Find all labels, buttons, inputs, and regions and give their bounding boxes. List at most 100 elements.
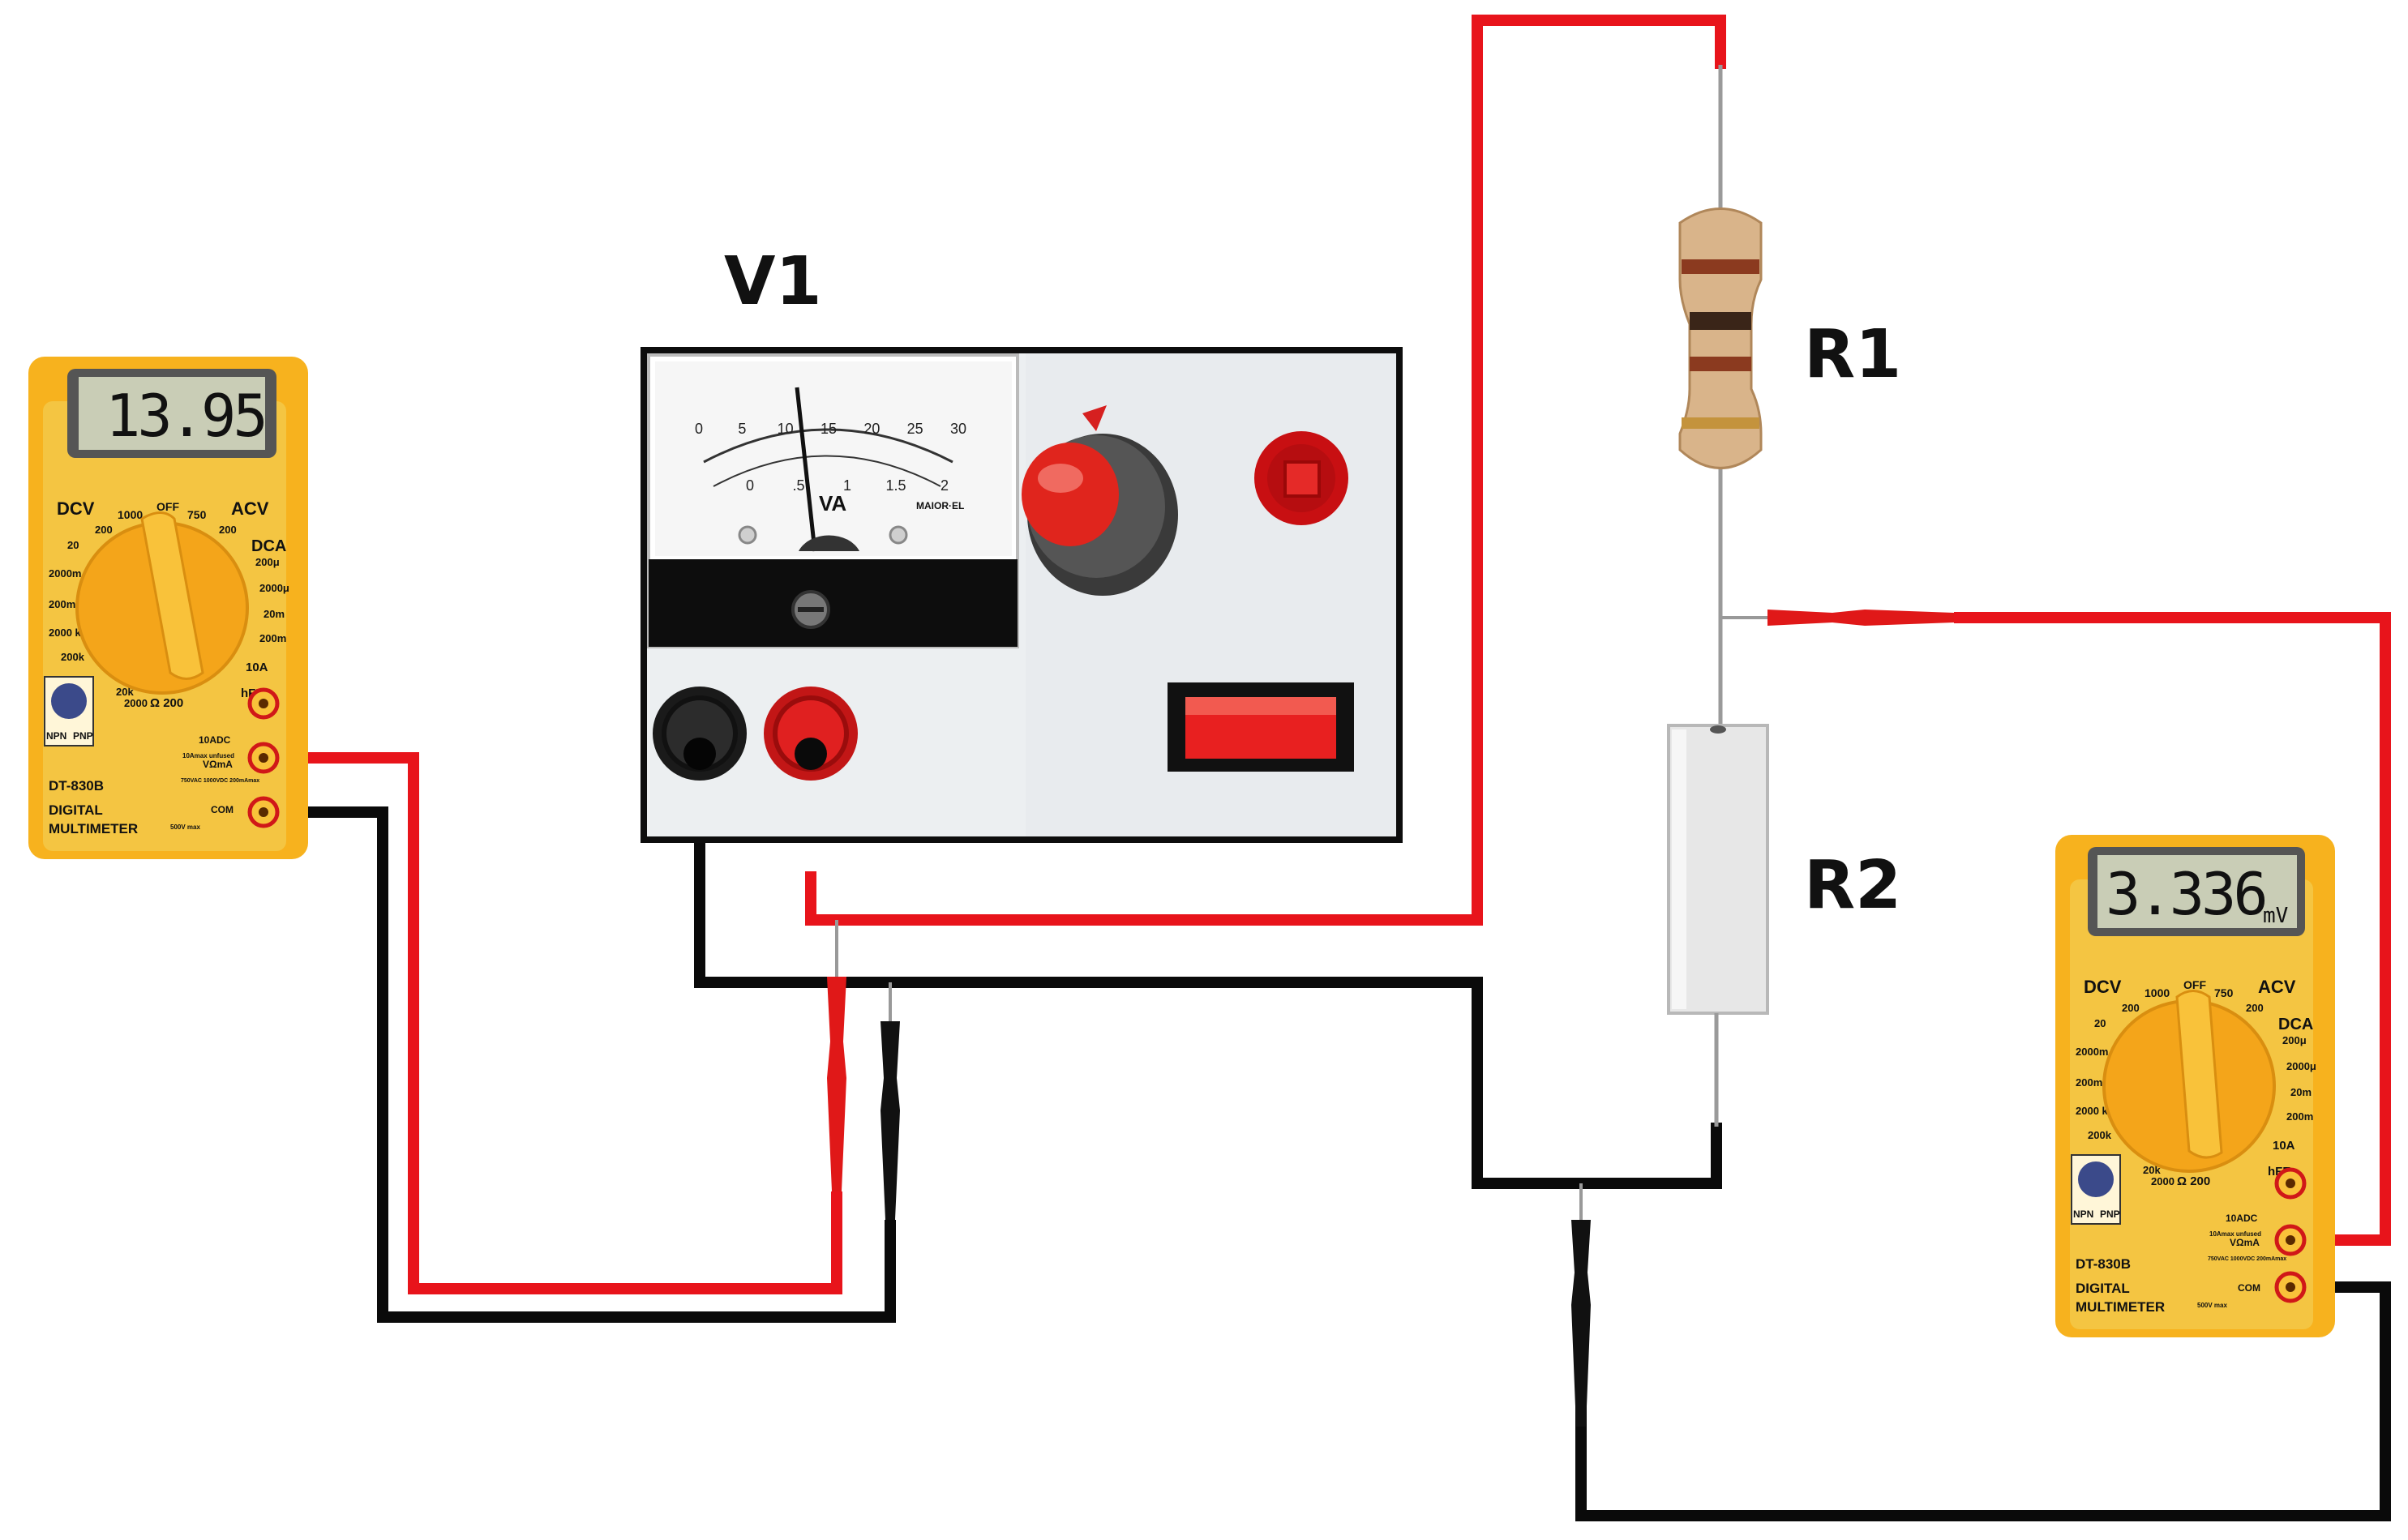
wire-left-meter-red-lead (280, 752, 842, 1294)
range-200m-a: 200m (2286, 1110, 2313, 1123)
range-v750: 750 (2214, 986, 2234, 999)
terminal-10adc-label: 10ADC (199, 734, 231, 746)
volt-tick-label: 0 (695, 421, 703, 437)
volt-tick-label: 25 (907, 421, 923, 437)
hfe-socket[interactable]: NPN PNP (44, 676, 94, 746)
range-acv: ACV (2258, 977, 2296, 997)
multimeter-left: 13.95 DCV 1000 OFF 750 ACV 200 200 DCA 2… (28, 357, 308, 859)
wire-supply-positive-to-r1 (805, 15, 1726, 926)
jack-vohm[interactable] (2274, 1224, 2307, 1256)
lcd-display (79, 377, 265, 450)
meter-needle (795, 387, 817, 552)
range-v20: 20 (67, 539, 79, 551)
warning-vohm-label: 750VAC 1000VDC 200mAmax (2208, 1256, 2286, 1262)
range-200-ohm: Ω 200 (150, 696, 183, 710)
amp-tick-label: 2 (940, 477, 949, 494)
range-200m-v: 200m (49, 598, 75, 610)
lcd-unit: mV (2263, 904, 2288, 928)
jack-10a[interactable] (247, 687, 280, 720)
range-v1000: 1000 (2144, 986, 2170, 999)
range-selector-dial[interactable] (2102, 990, 2276, 1173)
range-2000-ohm: 2000 (124, 697, 148, 709)
amp-tick-label: .5 (792, 477, 804, 494)
label-r1: R1 (1804, 316, 1901, 393)
range-200m-a: 200m (259, 632, 286, 644)
range-10a: 10A (2273, 1139, 2295, 1153)
volt-tick-label: 20 (863, 421, 880, 437)
resistor-r1 (1678, 65, 1763, 729)
wire-right-meter-black-lead (1575, 1281, 2391, 1521)
max-voltage-label: 500V max (2197, 1302, 2227, 1309)
probe-left-black (881, 982, 900, 1220)
pnp-label: PNP (73, 730, 93, 742)
meter-maker-label: MAIOR·EL (916, 500, 964, 511)
range-200u: 200μ (255, 556, 280, 568)
amp-tick-label: 1 (843, 477, 851, 494)
amp-tick-label: 0 (746, 477, 754, 494)
range-200-ohm: Ω 200 (2177, 1174, 2210, 1188)
warning-10a-label: 10Amax unfused (2209, 1230, 2261, 1238)
amp-scale-ticks: 0 .5 1 1.5 2 (746, 477, 949, 494)
voltage-knob[interactable] (1022, 405, 1178, 596)
range-dcv: DCV (57, 498, 95, 519)
range-2000k: 2000 k (2076, 1105, 2109, 1117)
npn-label: NPN (46, 730, 66, 742)
model-label: DT-830B (49, 778, 104, 794)
range-200u: 200μ (2282, 1034, 2307, 1046)
range-2000u: 2000μ (2286, 1060, 2316, 1072)
range-20k: 20k (2143, 1164, 2161, 1176)
lcd-display (2097, 855, 2297, 928)
wire-right-meter-red-lead (1954, 612, 2391, 1246)
range-20k: 20k (116, 686, 134, 698)
range-2000k: 2000 k (49, 627, 82, 639)
max-voltage-label: 500V max (170, 823, 200, 831)
jack-10a[interactable] (2274, 1167, 2307, 1200)
range-selector-dial[interactable] (75, 511, 249, 695)
power-indicator-lamp (1254, 431, 1348, 525)
amp-tick-label: 1.5 (885, 477, 906, 494)
name-line2: MULTIMETER (49, 821, 138, 836)
name-line1: DIGITAL (2076, 1281, 2130, 1296)
negative-terminal[interactable] (653, 687, 747, 781)
warning-10a-label: 10Amax unfused (182, 752, 234, 759)
power-switch[interactable] (1168, 682, 1354, 772)
range-200k: 200k (61, 651, 85, 663)
jack-com[interactable] (2274, 1271, 2307, 1303)
probe-right-red (1720, 610, 1954, 626)
range-10a: 10A (246, 661, 268, 674)
jack-vohm[interactable] (247, 742, 280, 774)
jack-com[interactable] (247, 796, 280, 828)
npn-label: NPN (2073, 1208, 2093, 1220)
wire-supply-negative-to-r2 (694, 786, 1722, 1189)
name-line2: MULTIMETER (2076, 1299, 2165, 1315)
terminal-com-label: COM (2238, 1282, 2260, 1294)
pnp-label: PNP (2100, 1208, 2120, 1220)
terminal-vohm-label: VΩmA (2230, 1237, 2260, 1248)
range-off: OFF (2183, 978, 2206, 991)
terminal-com-label: COM (211, 804, 234, 815)
range-2000-ohm: 2000 (2151, 1175, 2174, 1187)
range-v200-dc: 200 (95, 524, 113, 536)
lcd-reading: 13.95 (105, 382, 265, 450)
positive-terminal[interactable] (764, 687, 858, 781)
meter-unit-label: VA (819, 491, 846, 515)
terminal-vohm-label: VΩmA (203, 759, 233, 770)
range-2000u: 2000μ (259, 582, 289, 594)
volt-tick-label: 5 (738, 421, 746, 437)
range-v200-dc: 200 (2122, 1002, 2140, 1014)
range-dca: DCA (251, 537, 286, 555)
range-2000m: 2000m (2076, 1046, 2108, 1058)
range-20m: 20m (264, 608, 285, 620)
range-2000m: 2000m (49, 567, 81, 580)
hfe-socket[interactable]: NPN PNP (2071, 1154, 2121, 1225)
name-line1: DIGITAL (49, 802, 103, 818)
resistor-r2 (1667, 724, 1769, 1127)
multimeter-right: 3.336 mV DCV 1000 OFF 750 ACV 200 200 DC… (2055, 835, 2335, 1337)
label-r2: R2 (1804, 847, 1901, 924)
volt-tick-label: 10 (778, 421, 794, 437)
range-v750: 750 (187, 508, 207, 521)
